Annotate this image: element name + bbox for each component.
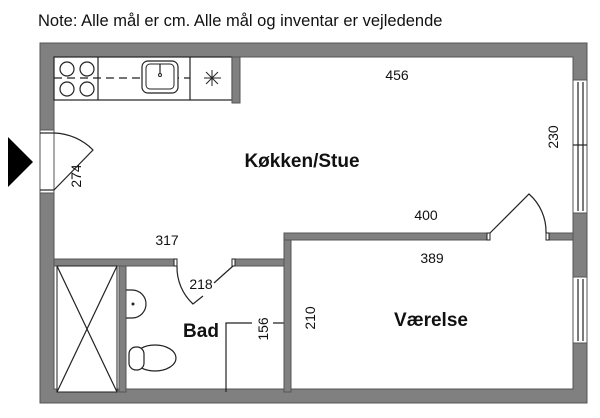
kitchen-partition-wall	[231, 56, 241, 104]
dim-kitchen-depth-left: 274	[68, 164, 84, 188]
window-bedroom	[572, 276, 588, 344]
sink-icon	[141, 60, 179, 94]
bedroom-door-swing	[489, 193, 547, 234]
shower-icon	[56, 265, 118, 393]
room-label-kitchen: Køkken/Stue	[244, 151, 359, 172]
entrance-arrow-icon	[8, 137, 33, 187]
room-label-bedroom: Værelse	[394, 310, 468, 331]
dim-bedroom-width: 389	[420, 250, 444, 266]
dim-kitchen-width: 456	[385, 67, 409, 83]
outer-walls	[39, 42, 588, 404]
bath-partition-line	[225, 322, 285, 392]
bedroom-wall-top-right	[547, 232, 574, 241]
bedroom-wall-top	[283, 232, 491, 241]
stove-icon	[59, 61, 95, 97]
shower-wall	[118, 265, 127, 393]
bath-wall-right	[232, 258, 286, 267]
window-kitchen	[572, 79, 588, 214]
dim-kitchen-bottom-left: 317	[155, 232, 179, 248]
dim-bathroom-depth: 156	[255, 317, 271, 341]
bedroom-wall-vertical	[283, 232, 292, 393]
bath-sink-icon	[126, 289, 147, 319]
room-label-bathroom: Bad	[183, 321, 219, 342]
fridge-star-icon	[204, 70, 221, 86]
dim-bathroom-width: 218	[189, 276, 213, 292]
plan-note: Note: Alle mål er cm. Alle mål og invent…	[38, 12, 443, 30]
bath-wall-left	[53, 258, 177, 267]
dim-bedroom-depth: 210	[302, 306, 318, 330]
kitchen-counter	[53, 56, 233, 101]
dim-kitchen-depth-right: 230	[545, 125, 561, 149]
toilet-icon	[128, 344, 177, 372]
dim-kitchen-bottom-right: 400	[414, 207, 438, 223]
entrance-door-swing	[53, 132, 94, 191]
entrance-opening	[39, 129, 55, 194]
bath-door-swing	[176, 265, 204, 305]
